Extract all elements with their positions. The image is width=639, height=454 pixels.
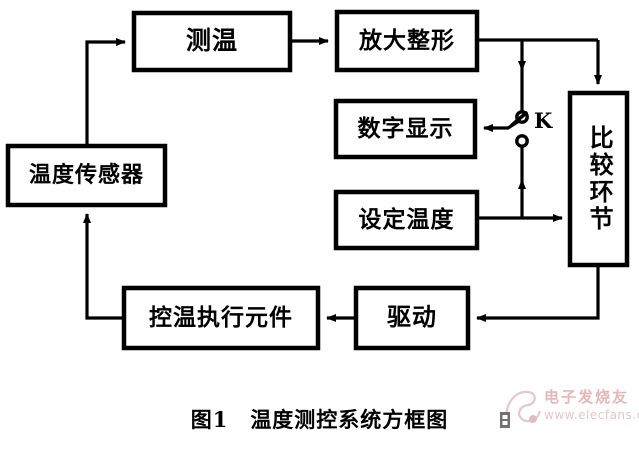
block-digital-display bbox=[333, 98, 478, 160]
caption-number: 1 bbox=[212, 407, 229, 432]
link-comparator-to-driver bbox=[476, 265, 600, 322]
block-comparator bbox=[567, 90, 630, 268]
switch-k-label: K bbox=[534, 108, 553, 133]
caption-prefix: 图 bbox=[190, 408, 213, 432]
switch-blade bbox=[510, 111, 528, 127]
block-control-actuator bbox=[121, 285, 321, 351]
block-measure-temp bbox=[131, 10, 293, 73]
block-amplify-shape bbox=[334, 9, 480, 73]
link-actuator-to-sensor bbox=[83, 213, 124, 320]
switch-lower-contact bbox=[515, 134, 529, 148]
block-driver bbox=[353, 285, 471, 351]
switch-k-graphic bbox=[510, 110, 529, 148]
caption-title: 温度测控系统方框图 bbox=[250, 408, 449, 432]
block-temp-sensor bbox=[5, 143, 168, 208]
figure-caption: 图1 温度测控系统方框图 bbox=[0, 404, 639, 434]
link-sensor-to-measure bbox=[85, 38, 126, 146]
block-set-temp bbox=[333, 189, 480, 251]
